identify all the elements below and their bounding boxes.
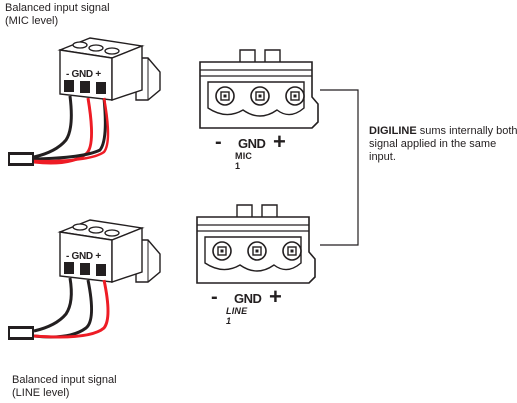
- plug-line-plus: +: [95, 251, 101, 262]
- sum-bracket: [320, 89, 359, 246]
- plug-line-labels: - GND +: [66, 251, 101, 262]
- caption-mic-line1: Balanced input signal: [5, 2, 110, 14]
- caption-mic-level: Balanced input signal (MIC level): [5, 2, 110, 28]
- socket-line-gnd: GND: [234, 291, 262, 306]
- plug-line-gnd: GND: [71, 251, 94, 262]
- caption-line-line2: (LINE level): [12, 387, 70, 399]
- plug-line: [8, 219, 161, 340]
- socket-mic-plus: +: [273, 129, 286, 154]
- caption-line-level: Balanced input signal (LINE level): [12, 374, 117, 400]
- plug-mic-gnd: GND: [71, 69, 94, 80]
- digiline-note: DIGILINE sums internally both signal app…: [369, 125, 517, 164]
- socket-mic-gnd: GND: [238, 136, 266, 151]
- plug-mic-plus: +: [95, 69, 101, 80]
- socket-line-minus: -: [211, 286, 218, 308]
- plug-mic: [8, 37, 161, 166]
- digiline-brand: DIGILINE: [369, 125, 417, 137]
- socket-mic: [199, 49, 319, 129]
- socket-line: [196, 204, 316, 284]
- socket-line-name: LINE 1: [226, 306, 248, 326]
- plug-line-minus: -: [66, 251, 70, 262]
- socket-mic-name: MIC 1: [235, 151, 253, 171]
- plug-mic-minus: -: [66, 69, 70, 80]
- caption-mic-line2: (MIC level): [5, 15, 59, 27]
- caption-line-line1: Balanced input signal: [12, 374, 117, 386]
- plug-mic-labels: - GND +: [66, 69, 101, 80]
- socket-mic-minus: -: [215, 131, 222, 153]
- socket-line-plus: +: [269, 284, 282, 309]
- digiline-note-text: sums internally both signal applied in t…: [369, 125, 517, 163]
